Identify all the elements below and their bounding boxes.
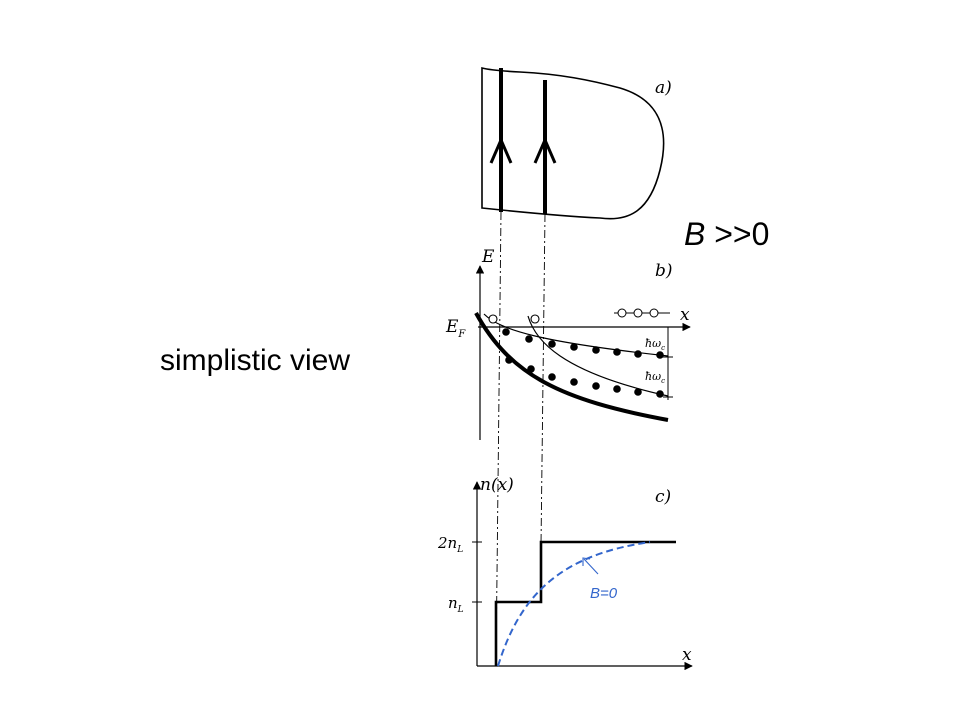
position-axis-label-b: x	[680, 305, 690, 325]
field-condition-text: >>0	[705, 216, 770, 252]
empty-landau-level	[614, 308, 670, 318]
channel-arrow-outer	[489, 136, 513, 164]
position-axis-label-c: x	[682, 645, 692, 665]
tick-label-nL-symbol: n	[448, 594, 458, 612]
panel-a: a)	[481, 66, 672, 220]
panel-a-label: a)	[655, 78, 672, 98]
field-symbol: B	[684, 216, 706, 252]
tick-label-nL-sub: L	[457, 605, 464, 615]
zero-field-pointer	[583, 558, 599, 575]
spacing-label-lower: ħωc	[645, 370, 665, 385]
spacing-label-lower-sub: c	[661, 377, 665, 385]
sample-outline	[481, 66, 665, 220]
simplistic-view-caption: simplistic view	[160, 344, 351, 377]
panel-c-label: c)	[655, 487, 671, 507]
field-condition-caption: B >>0	[684, 216, 769, 253]
tick-label-2nL-symbol: 2n	[437, 534, 457, 552]
zero-field-label: B=0	[590, 585, 618, 602]
landau-level-1-electrons	[502, 328, 664, 359]
fermi-level-label: EF	[445, 317, 466, 340]
spacing-label-upper-symbol: ħω	[645, 337, 661, 350]
spacing-label-lower-symbol: ħω	[645, 370, 661, 383]
zero-field-density-curve	[497, 541, 651, 667]
fermi-crossing-electrons	[488, 314, 540, 324]
spacing-label-upper-sub: c	[661, 344, 665, 352]
fermi-level-subscript: F	[457, 329, 466, 340]
landau-level-2-electrons	[505, 356, 664, 398]
confinement-potential-curve	[474, 312, 669, 422]
tick-label-nL: nL	[448, 594, 464, 615]
tick-label-2nL: 2nL	[437, 534, 463, 555]
spacing-label-upper: ħωc	[645, 337, 665, 352]
guide-lines	[495, 211, 546, 666]
panel-b-label: b)	[655, 261, 673, 281]
level-spacing-markers	[663, 326, 673, 400]
landau-level-2	[527, 315, 669, 397]
zero-field-pointer-head	[582, 557, 591, 566]
channel-arrow-inner	[533, 136, 557, 164]
panel-c: n(x) x 2nL nL B=0 c)	[437, 475, 693, 671]
fermi-level-symbol: E	[445, 317, 459, 337]
panel-b: E x EF	[445, 247, 691, 440]
density-axis-label: n(x)	[480, 475, 514, 495]
tick-label-2nL-sub: L	[456, 545, 463, 555]
energy-axis-label: E	[481, 247, 495, 267]
density-step-profile	[494, 540, 676, 666]
